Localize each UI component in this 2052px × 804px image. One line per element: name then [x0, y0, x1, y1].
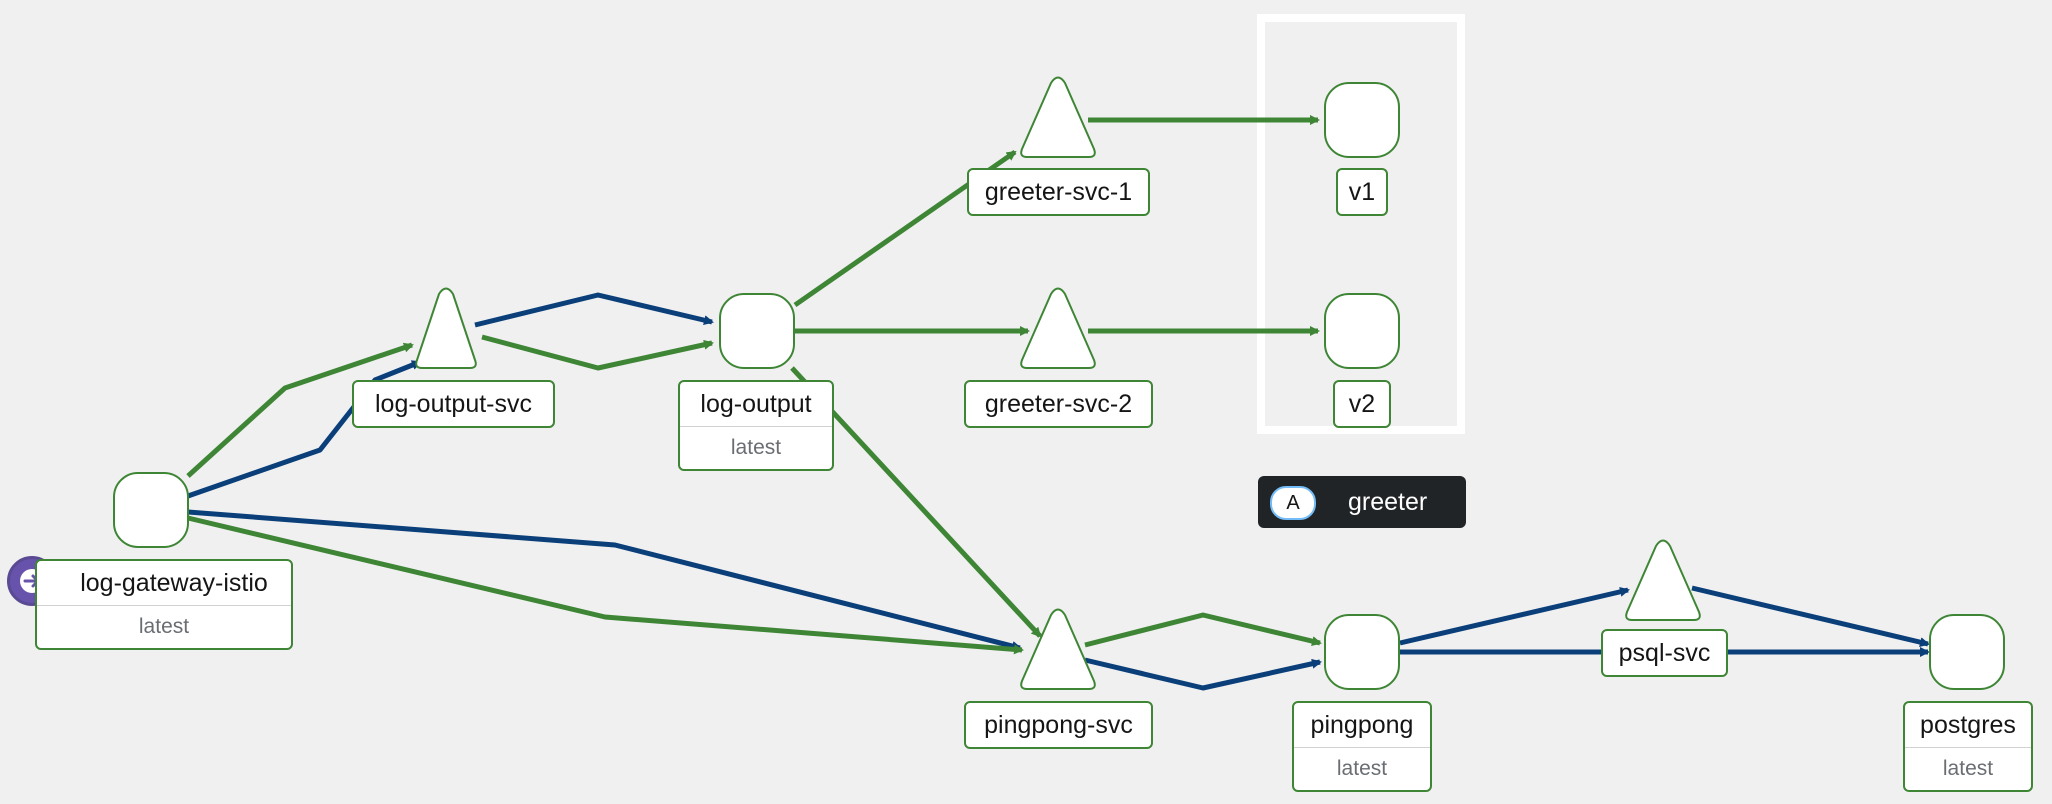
edge-psqlsvc-postgres[interactable]: [1691, 585, 1930, 648]
edge-gateway-pingpongsvc-tcp[interactable]: [187, 509, 1022, 651]
app-badge-icon: A: [1270, 486, 1316, 520]
node-postgres[interactable]: [1929, 614, 2005, 690]
node-name: pingpong-svc: [984, 711, 1133, 739]
label-log-output-svc[interactable]: log-output-svc: [352, 380, 555, 428]
node-log-gateway-istio[interactable]: [113, 472, 189, 548]
node-greeter-svc-2[interactable]: [1020, 287, 1096, 369]
node-psql-svc[interactable]: [1625, 539, 1701, 621]
node-greeter-svc-1[interactable]: [1020, 76, 1096, 158]
node-log-output-svc[interactable]: [415, 287, 477, 369]
label-v2[interactable]: v2: [1333, 380, 1391, 428]
node-name: postgres: [1920, 711, 2016, 739]
node-pingpong-svc[interactable]: [1020, 608, 1096, 690]
node-name: log-gateway-istio: [80, 569, 268, 597]
edge-gateway-pingpongsvc-http[interactable]: [187, 515, 1024, 655]
node-name: log-output: [700, 390, 812, 418]
node-version: latest: [1905, 747, 2031, 790]
node-name: log-output-svc: [374, 390, 533, 418]
label-greeter-svc-2[interactable]: greeter-svc-2: [964, 380, 1153, 428]
edge-gateway-logsvc-tcp[interactable]: [187, 359, 422, 499]
label-log-gateway-istio[interactable]: log-gateway-istio latest: [35, 559, 293, 650]
node-log-output[interactable]: [719, 293, 795, 369]
node-name: v2: [1348, 390, 1376, 418]
edge-pingpongsvc-pingpong-tcp[interactable]: [1084, 657, 1322, 691]
node-version: latest: [1294, 747, 1430, 790]
node-pingpong[interactable]: [1324, 614, 1400, 690]
node-name: greeter-svc-2: [984, 390, 1133, 418]
label-postgres[interactable]: postgres latest: [1903, 701, 2033, 792]
label-pingpong[interactable]: pingpong latest: [1292, 701, 1432, 792]
edge-logsvc-logoutput-tcp[interactable]: [474, 292, 714, 328]
node-version: latest: [37, 605, 291, 648]
node-version: latest: [680, 426, 832, 469]
app-group-name: greeter: [1348, 488, 1428, 516]
edge-gateway-logsvc-http[interactable]: [186, 342, 414, 478]
node-v2[interactable]: [1324, 293, 1400, 369]
label-greeter-svc-1[interactable]: greeter-svc-1: [967, 168, 1150, 216]
node-name: greeter-svc-1: [984, 178, 1133, 206]
label-v1[interactable]: v1: [1336, 168, 1388, 216]
node-name: pingpong: [1310, 711, 1414, 739]
edge-pingpong-psqlsvc[interactable]: [1399, 586, 1630, 646]
edge-logsvc-logoutput-http[interactable]: [481, 334, 714, 371]
node-name: v1: [1348, 178, 1376, 206]
label-psql-svc[interactable]: psql-svc: [1601, 629, 1728, 677]
app-group-label[interactable]: A greeter: [1258, 476, 1466, 528]
label-pingpong-svc[interactable]: pingpong-svc: [964, 701, 1153, 749]
node-name: psql-svc: [1618, 639, 1711, 667]
app-group-box[interactable]: [1257, 14, 1465, 434]
node-v1[interactable]: [1324, 82, 1400, 158]
label-log-output[interactable]: log-output latest: [678, 380, 834, 471]
edge-pingpongsvc-pingpong-http[interactable]: [1084, 612, 1322, 648]
